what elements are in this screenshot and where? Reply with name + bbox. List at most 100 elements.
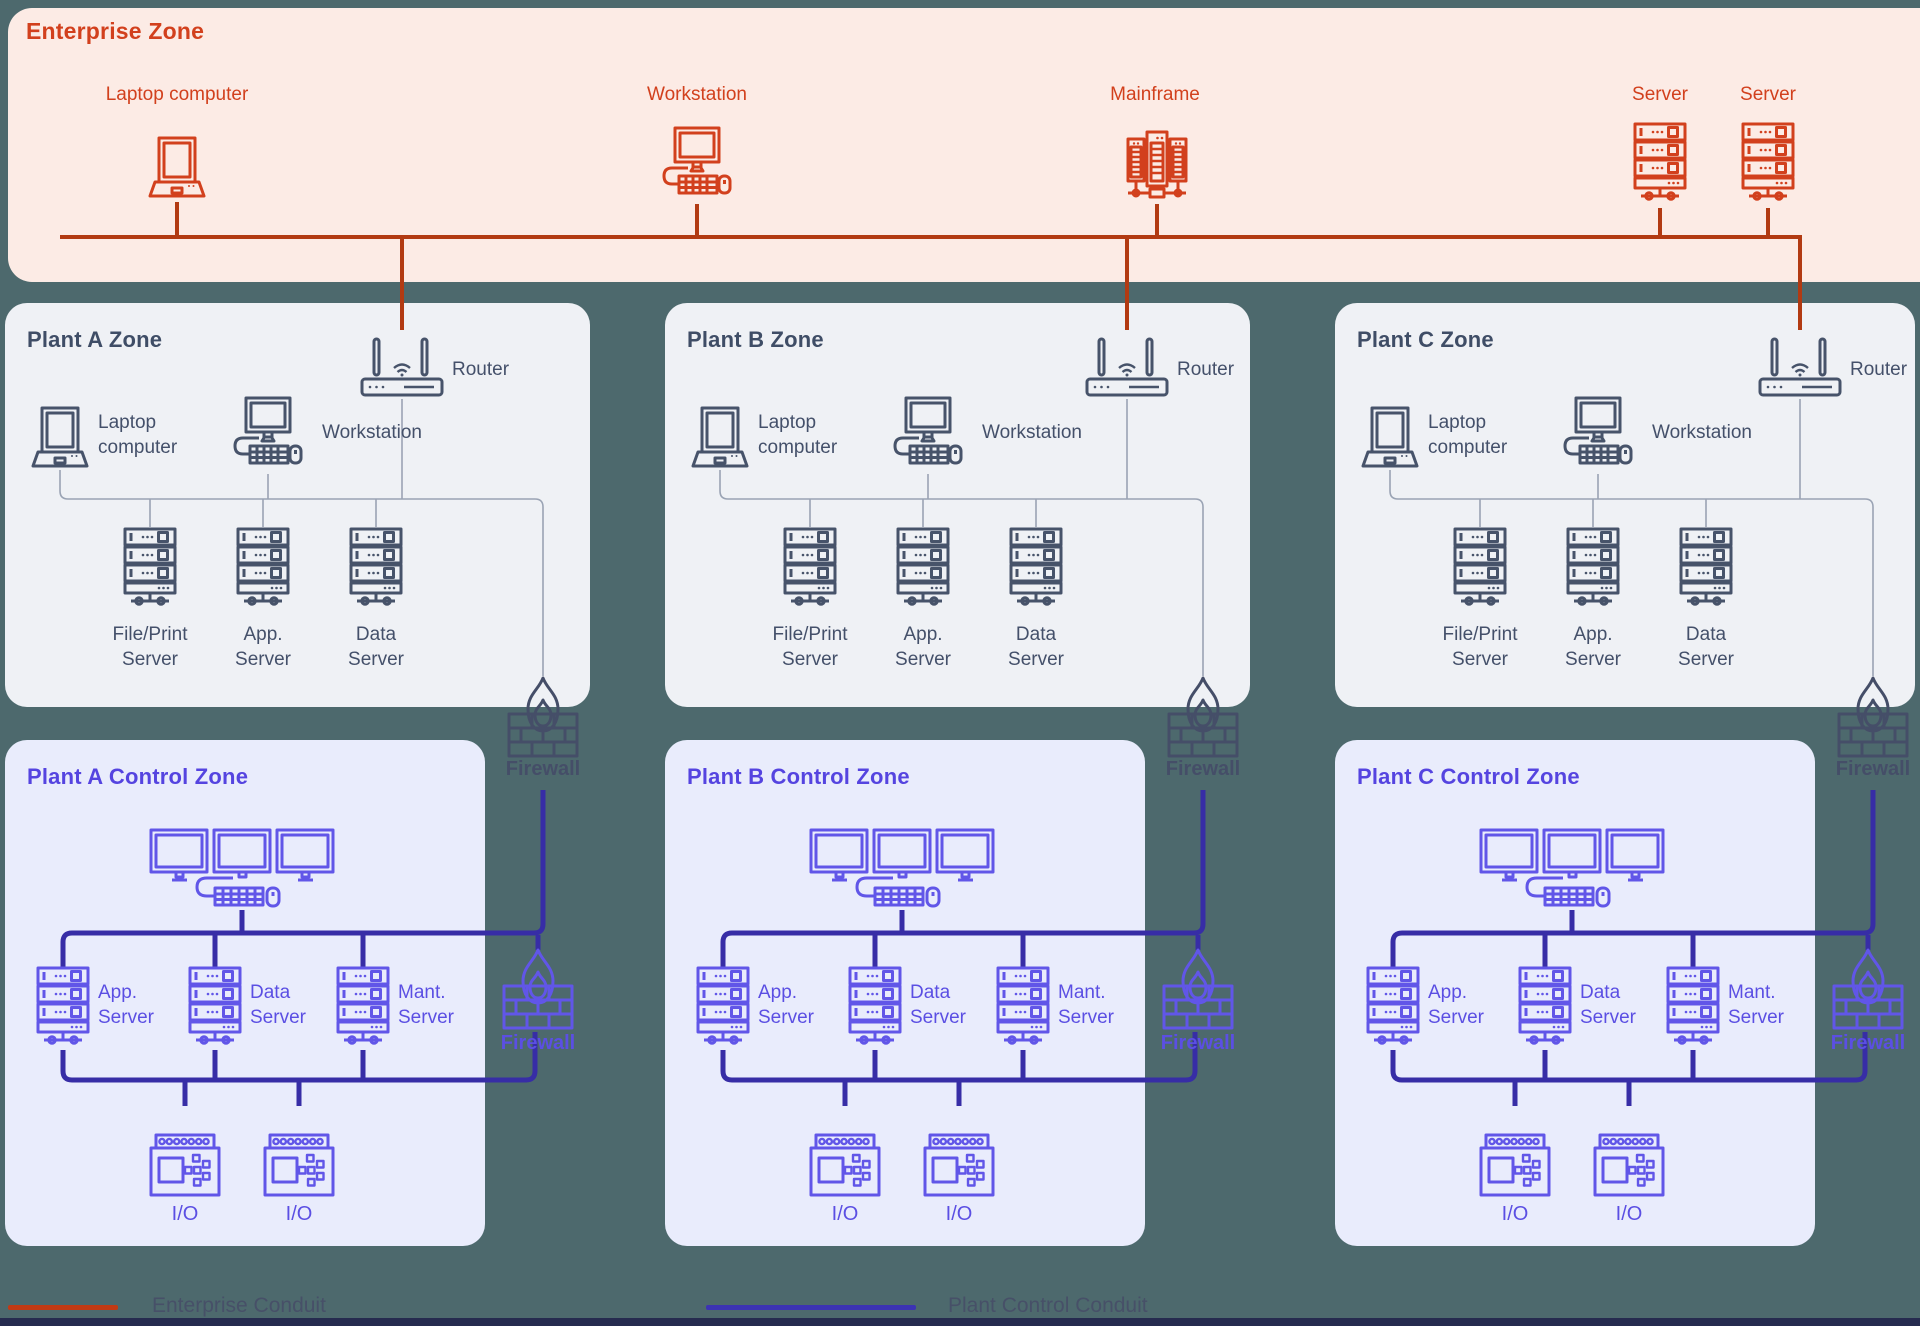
- server-icon: [1665, 966, 1721, 1052]
- enterprise-mainframe-label: Mainframe: [1110, 84, 1200, 105]
- plant-c-zone-box: [1335, 303, 1915, 707]
- server-icon: [335, 966, 391, 1052]
- server-icon: [695, 966, 751, 1052]
- hmi-workstation-icon: [149, 828, 335, 912]
- legend-control-conduit-line: [706, 1305, 916, 1310]
- io-label: I/O: [171, 1203, 199, 1225]
- workstation-icon: [889, 396, 967, 474]
- server-label: Mant. Server: [1058, 982, 1114, 1028]
- enterprise-laptop-label: Laptop computer: [105, 84, 249, 105]
- hmi-workstation-icon: [809, 828, 995, 912]
- firewall-icon: [502, 948, 574, 1030]
- server-icon: [1452, 527, 1508, 613]
- server-icon: [1008, 527, 1064, 613]
- server-icon: [1365, 966, 1421, 1052]
- server-label: App. Server: [758, 982, 814, 1028]
- router-icon: [358, 337, 446, 399]
- server-icon: [1565, 527, 1621, 613]
- firewall-label: Firewall: [505, 758, 581, 780]
- firewall-label: Firewall: [1830, 1032, 1906, 1054]
- server-icon: [847, 966, 903, 1052]
- server-label: File/Print Server: [112, 624, 188, 670]
- plant-b-control-zone-box: [665, 740, 1145, 1246]
- legend-enterprise-conduit-line: [8, 1305, 118, 1310]
- server-label: File/Print Server: [1442, 624, 1518, 670]
- server-icon: [235, 527, 291, 613]
- laptop-label: Laptop computer: [758, 412, 838, 458]
- plant-a-control-zone-box: [5, 740, 485, 1246]
- server-icon: [782, 527, 838, 613]
- io-label: I/O: [1615, 1203, 1643, 1225]
- router-icon: [1756, 337, 1844, 399]
- firewall-icon: [1837, 676, 1909, 758]
- workstation-icon: [229, 396, 307, 474]
- legend-enterprise-conduit-label: Enterprise Conduit: [152, 1294, 326, 1317]
- firewall-icon: [1832, 948, 1904, 1030]
- enterprise-workstation-label: Workstation: [647, 84, 747, 105]
- server-icon: [995, 966, 1051, 1052]
- router-label: Router: [1177, 359, 1235, 380]
- io-module-icon: [149, 1133, 221, 1197]
- server-label: App. Server: [895, 624, 951, 670]
- server-icon: [1678, 527, 1734, 613]
- server-label: Data Server: [910, 982, 966, 1028]
- server-icon: [1740, 122, 1796, 208]
- io-module-icon: [923, 1133, 995, 1197]
- server-icon: [348, 527, 404, 613]
- workstation-label: Workstation: [982, 422, 1082, 443]
- router-label: Router: [1850, 359, 1908, 380]
- legend-control-conduit-label: Plant Control Conduit: [948, 1294, 1148, 1317]
- enterprise-zone-title: Enterprise Zone: [26, 18, 205, 44]
- plant-c-control-zone-title: Plant C Control Zone: [1357, 764, 1580, 789]
- laptop-icon: [145, 136, 209, 202]
- server-label: Data Server: [1580, 982, 1636, 1028]
- io-label: I/O: [285, 1203, 313, 1225]
- router-icon: [1083, 337, 1171, 399]
- io-label: I/O: [1501, 1203, 1529, 1225]
- bottom-strip: [0, 1318, 1920, 1326]
- plant-c-control-zone-box: [1335, 740, 1815, 1246]
- server-label: App. Server: [98, 982, 154, 1028]
- firewall-label: Firewall: [500, 1032, 576, 1054]
- firewall-label: Firewall: [1160, 1032, 1236, 1054]
- plant-b-zone-title: Plant B Zone: [687, 327, 824, 352]
- server-label: App. Server: [1428, 982, 1484, 1028]
- plant-b-control-zone-title: Plant B Control Zone: [687, 764, 910, 789]
- io-label: I/O: [831, 1203, 859, 1225]
- workstation-label: Workstation: [1652, 422, 1752, 443]
- server-label: Data Server: [250, 982, 306, 1028]
- firewall-icon: [1167, 676, 1239, 758]
- io-module-icon: [1479, 1133, 1551, 1197]
- plant-c-zone-title: Plant C Zone: [1357, 327, 1494, 352]
- server-icon: [187, 966, 243, 1052]
- plant-a-control-zone-title: Plant A Control Zone: [27, 764, 249, 789]
- io-module-icon: [809, 1133, 881, 1197]
- server-icon: [1632, 122, 1688, 208]
- server-icon: [1517, 966, 1573, 1052]
- plant-a-zone-title: Plant A Zone: [27, 327, 163, 352]
- server-label: File/Print Server: [772, 624, 848, 670]
- server-label: Mant. Server: [1728, 982, 1784, 1028]
- laptop-icon: [28, 406, 92, 472]
- enterprise-server2-label: Server: [1740, 84, 1796, 105]
- workstation-icon: [1559, 396, 1637, 474]
- server-label: App. Server: [235, 624, 291, 670]
- server-icon: [895, 527, 951, 613]
- server-label: Data Server: [348, 624, 404, 670]
- server-icon: [122, 527, 178, 613]
- firewall-label: Firewall: [1835, 758, 1911, 780]
- laptop-icon: [688, 406, 752, 472]
- firewall-icon: [507, 676, 579, 758]
- io-module-icon: [1593, 1133, 1665, 1197]
- laptop-label: Laptop computer: [98, 412, 178, 458]
- enterprise-server1-label: Server: [1632, 84, 1688, 105]
- firewall-icon: [1162, 948, 1234, 1030]
- server-label: Mant. Server: [398, 982, 454, 1028]
- mainframe-icon: [1119, 130, 1195, 202]
- hmi-workstation-icon: [1479, 828, 1665, 912]
- server-label: Data Server: [1008, 624, 1064, 670]
- plant-a-zone-box: [5, 303, 590, 707]
- server-label: App. Server: [1565, 624, 1621, 670]
- server-label: Data Server: [1678, 624, 1734, 670]
